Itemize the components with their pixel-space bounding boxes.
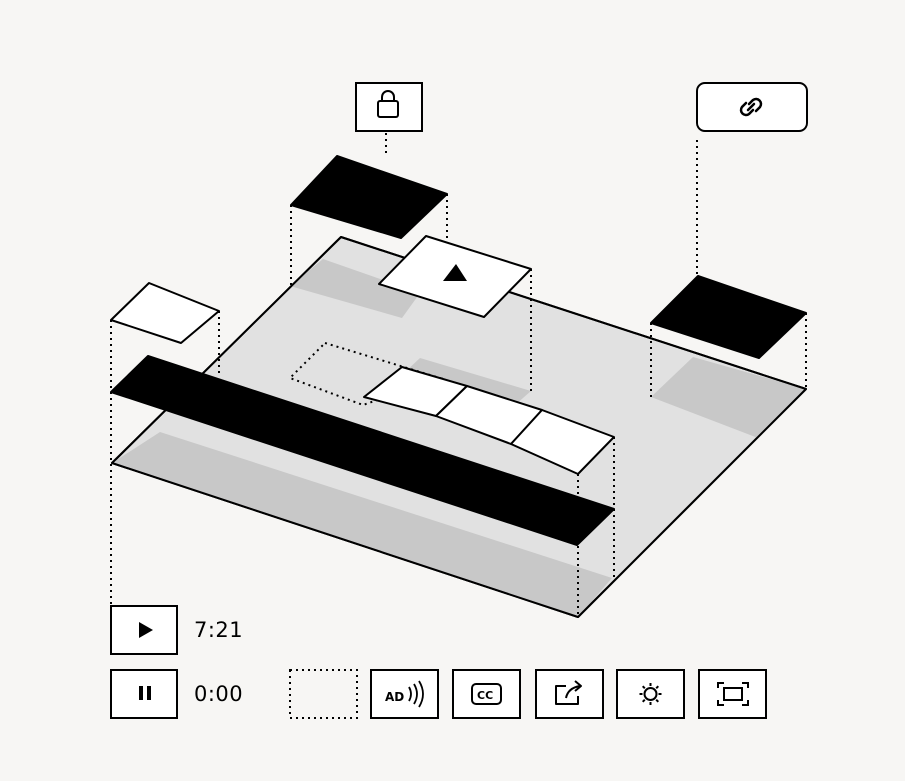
corner-overlay-shadow xyxy=(651,357,806,438)
pause-icon xyxy=(139,686,151,700)
empty-control-slot xyxy=(289,669,358,719)
closed-captions-icon: CC xyxy=(471,683,502,705)
top-black-overlay xyxy=(290,155,448,239)
control-bar-shadow xyxy=(112,432,612,617)
pause-button[interactable] xyxy=(110,669,178,719)
corner-black-overlay xyxy=(650,275,807,359)
lock-icon xyxy=(377,90,399,118)
play-icon xyxy=(139,622,153,638)
thumbnail-strip xyxy=(363,366,615,475)
play-overlay-shadow xyxy=(405,358,531,405)
projection-lines xyxy=(110,133,807,617)
share-icon xyxy=(555,680,582,705)
current-time-label: 0:00 xyxy=(194,682,244,706)
play-icon[interactable] xyxy=(443,264,467,281)
fullscreen-button[interactable] xyxy=(698,669,767,719)
top-overlay-shadow xyxy=(290,259,420,318)
audio-description-button[interactable]: AD xyxy=(370,669,439,719)
play-button[interactable] xyxy=(110,605,178,655)
fullscreen-icon xyxy=(717,682,749,706)
thumbnail-tile xyxy=(510,409,615,475)
audio-description-label: AD xyxy=(385,690,404,704)
link-button[interactable] xyxy=(696,82,808,132)
captions-button[interactable]: CC xyxy=(452,669,521,719)
gear-icon xyxy=(639,683,662,705)
captions-label: CC xyxy=(477,689,493,702)
lock-button[interactable] xyxy=(355,82,423,132)
link-icon xyxy=(739,97,763,117)
share-button[interactable] xyxy=(535,669,604,719)
settings-button[interactable] xyxy=(616,669,685,719)
control-bar-overlay xyxy=(110,355,615,546)
audio-description-icon: AD xyxy=(385,680,424,708)
duration-label: 7:21 xyxy=(194,618,244,642)
left-white-overlay xyxy=(110,282,220,344)
